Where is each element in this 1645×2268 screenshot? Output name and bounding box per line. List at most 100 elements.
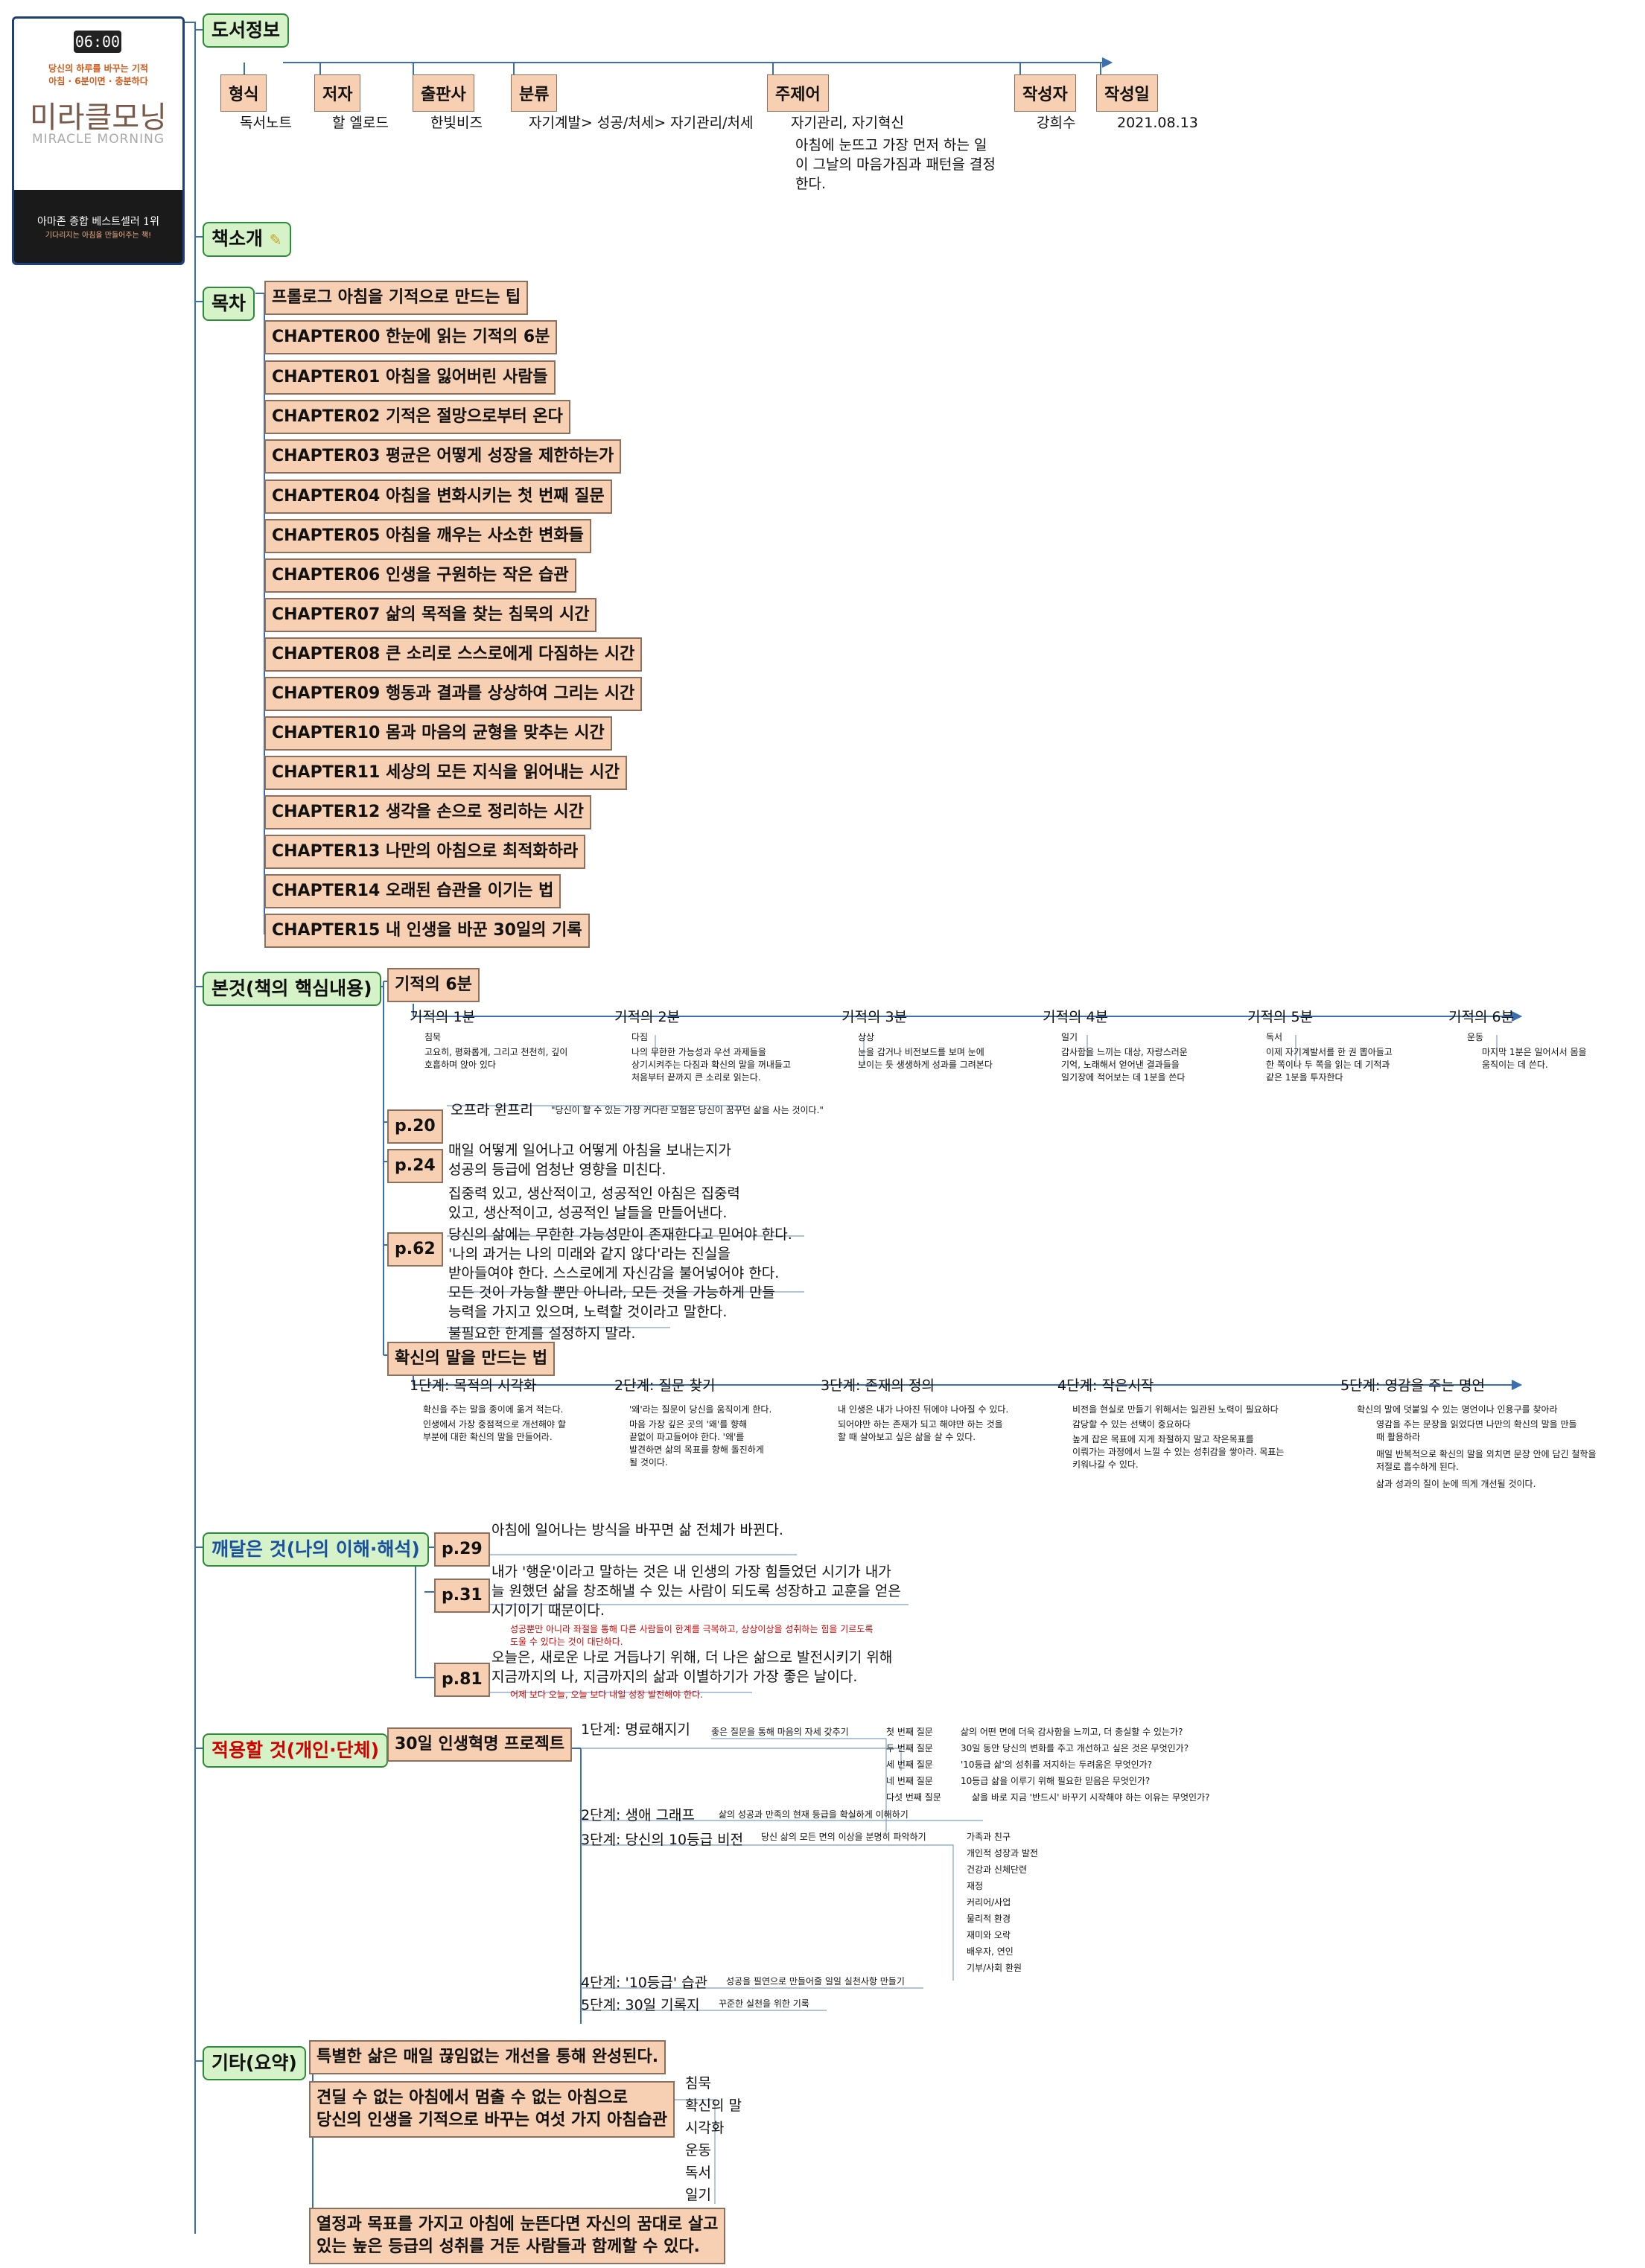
toc-heading[interactable]: 목차 bbox=[203, 287, 255, 321]
conf-step-2-desc: 발견하면 삶의 목표를 향해 돌진하게 bbox=[629, 1444, 764, 1455]
p31-line: 늘 원했던 삶을 창조해낼 수 있는 사람이 되도록 성장하고 교훈을 얻은 bbox=[491, 1583, 901, 1599]
project-node[interactable]: 30일 인생혁명 프로젝트 bbox=[387, 1727, 573, 1762]
page-ref-p31[interactable]: p.31 bbox=[434, 1579, 490, 1613]
conf-step-1-desc: 확신을 주는 말을 종이에 옮겨 적는다. bbox=[423, 1404, 564, 1415]
toc-item[interactable]: CHAPTER00 한눈에 읽는 기적의 6분 bbox=[264, 320, 558, 354]
habit-item: 침묵 bbox=[685, 2075, 711, 2092]
six-step-4-desc: 기억, 노래해서 얻어낸 결과들을 bbox=[1061, 1060, 1180, 1070]
toc-item[interactable]: CHAPTER11 세상의 모든 지식을 읽어내는 시간 bbox=[264, 756, 627, 790]
habit-item: 독서 bbox=[685, 2165, 711, 2181]
vision-area: 건강과 신체단련 bbox=[967, 1864, 1028, 1875]
book-info-heading[interactable]: 도서정보 bbox=[203, 13, 290, 48]
toc-item[interactable]: CHAPTER09 행동과 결과를 상상하여 그리는 시간 bbox=[264, 677, 643, 711]
six-step-5-desc: 이제 자기계발서를 한 권 뽑아들고 bbox=[1266, 1047, 1393, 1057]
conf-step-5-desc: 삶과 성과의 질이 눈에 띄게 개선될 것이다. bbox=[1376, 1479, 1536, 1489]
page-ref-p29[interactable]: p.29 bbox=[434, 1532, 490, 1567]
six-step-4-desc: 일기장에 적어보는 데 1분을 쓴다 bbox=[1061, 1072, 1186, 1083]
apply-step-4-sub: 성공을 필연으로 만들어줄 일일 실천사항 만들기 bbox=[726, 1976, 905, 1987]
info-value-date: 2021.08.13 bbox=[1117, 115, 1198, 131]
pencil-icon: ✎ bbox=[269, 231, 282, 249]
page-ref-p62[interactable]: p.62 bbox=[387, 1232, 443, 1267]
toc-item[interactable]: 프롤로그 아침을 기적으로 만드는 팁 bbox=[264, 281, 529, 315]
p62-line: 받아들여야 한다. 스스로에게 자신감을 불어넣어야 한다. bbox=[448, 1265, 780, 1281]
conf-step-4-label: 4단계: 작은시작 bbox=[1057, 1377, 1154, 1394]
info-label-author[interactable]: 저자 bbox=[314, 74, 361, 112]
six-step-3-desc: 눈을 감거나 비전보드를 보며 눈에 bbox=[858, 1047, 984, 1057]
six-step-2-desc: 나의 무한한 가능성과 우선 과제들을 bbox=[631, 1047, 766, 1057]
toc-item[interactable]: CHAPTER15 내 인생을 바꾼 30일의 기록 bbox=[264, 914, 590, 948]
toc-item[interactable]: CHAPTER01 아침을 잃어버린 사람들 bbox=[264, 360, 556, 395]
info-label-format[interactable]: 형식 bbox=[220, 74, 267, 112]
habit-item: 시각화 bbox=[685, 2120, 725, 2136]
affirmation-method-node[interactable]: 확신의 말을 만드는 법 bbox=[387, 1342, 556, 1376]
vision-area: 기부/사회 환원 bbox=[967, 1963, 1022, 1973]
info-label-keywords[interactable]: 주제어 bbox=[767, 74, 829, 112]
toc-item[interactable]: CHAPTER02 기적은 절망으로부터 온다 bbox=[264, 400, 570, 434]
question-text: 삶의 어떤 면에 더욱 감사함을 느끼고, 더 충실할 수 있는가? bbox=[961, 1727, 1183, 1737]
summary-point-2-line: 당신의 인생을 기적으로 바꾸는 여섯 가지 아침습관 bbox=[316, 2111, 667, 2130]
book-title-ko: 미라클모닝 bbox=[30, 101, 167, 135]
book-subtitle: 기다리지는 아침을 만들어주는 책! bbox=[45, 232, 152, 240]
p24-line: 집중력 있고, 생산적이고, 성공적인 아침은 집중력 bbox=[448, 1185, 740, 1202]
six-step-1-desc: 고요히, 평화롭게, 그리고 천천히, 깊이 bbox=[424, 1047, 568, 1057]
summary-point-2-line: 견딜 수 없는 아침에서 멈출 수 없는 아침으로 bbox=[316, 2089, 628, 2107]
toc-item[interactable]: CHAPTER13 나만의 아침으로 최적화하라 bbox=[264, 835, 586, 869]
toc-item[interactable]: CHAPTER10 몸과 마음의 균형을 맞추는 시간 bbox=[264, 716, 612, 751]
six-step-2-name: 다짐 bbox=[631, 1032, 649, 1042]
realization-heading[interactable]: 깨달은 것(나의 이해·해석) bbox=[203, 1532, 429, 1567]
summary-point-3[interactable]: 열정과 목표를 가지고 아침에 눈뜬다면 자신의 꿈대로 살고 있는 높은 등급… bbox=[309, 2208, 726, 2264]
six-step-2-desc: 상기시켜주는 다짐과 확신의 말을 꺼내들고 bbox=[631, 1060, 791, 1070]
six-step-6-label: 기적의 6분 bbox=[1448, 1009, 1515, 1025]
conf-step-3-desc: 되어야만 하는 존재가 되고 해야만 하는 것을 bbox=[838, 1419, 1003, 1430]
question-label: 첫 번째 질문 bbox=[886, 1727, 933, 1737]
page-ref-p81[interactable]: p.81 bbox=[434, 1663, 490, 1697]
habit-item: 확신의 말 bbox=[685, 2097, 742, 2114]
toc-item[interactable]: CHAPTER08 큰 소리로 스스로에게 다짐하는 시간 bbox=[264, 637, 643, 672]
p24-line: 성공의 등급에 엄청난 영향을 미친다. bbox=[448, 1162, 666, 1178]
info-label-date[interactable]: 작성일 bbox=[1096, 74, 1158, 112]
vision-area: 개인적 성장과 발전 bbox=[967, 1848, 1038, 1858]
conf-step-5-desc: 매일 반복적으로 확신의 말을 외치면 문장 안에 담긴 철학을 bbox=[1376, 1449, 1597, 1459]
question-label: 다섯 번째 질문 bbox=[886, 1792, 941, 1803]
question-text: '10등급 삶'의 성취를 저지하는 두려움은 무엇인가? bbox=[961, 1759, 1153, 1770]
apply-heading[interactable]: 적용할 것(개인·단체) bbox=[203, 1733, 389, 1768]
core-content-heading[interactable]: 본것(책의 핵심내용) bbox=[203, 972, 381, 1006]
six-step-1-label: 기적의 1분 bbox=[410, 1009, 476, 1025]
conf-step-2-desc: 될 것이다. bbox=[629, 1457, 668, 1468]
info-value-author: 할 엘로드 bbox=[332, 115, 389, 131]
apply-step-5-sub: 꾸준한 실천을 위한 기록 bbox=[719, 1998, 809, 2009]
six-step-1-desc: 호흡하며 앉아 있다 bbox=[424, 1060, 496, 1070]
info-value-publisher: 한빛비즈 bbox=[430, 115, 483, 131]
toc-item[interactable]: CHAPTER07 삶의 목적을 찾는 침묵의 시간 bbox=[264, 598, 597, 632]
six-step-1-name: 침묵 bbox=[424, 1032, 442, 1042]
toc-item[interactable]: CHAPTER14 오래된 습관을 이기는 법 bbox=[264, 874, 561, 908]
info-label-writer[interactable]: 작성자 bbox=[1014, 74, 1076, 112]
conf-step-5-desc: 때 활용하라 bbox=[1376, 1432, 1421, 1442]
p81-line: 지금까지의 나, 지금까지의 삶과 이별하기가 가장 좋은 날이다. bbox=[491, 1669, 858, 1685]
info-label-publisher[interactable]: 출판사 bbox=[413, 74, 474, 112]
intro-heading[interactable]: 책소개 ✎ bbox=[203, 222, 291, 257]
toc-item[interactable]: CHAPTER06 인생을 구원하는 작은 습관 bbox=[264, 558, 576, 593]
toc-item[interactable]: CHAPTER12 생각을 손으로 정리하는 시간 bbox=[264, 795, 591, 829]
page-ref-p24[interactable]: p.24 bbox=[387, 1149, 443, 1183]
conf-step-2-desc: '왜'라는 질문이 당신을 움직이게 한다. bbox=[629, 1404, 772, 1415]
six-step-3-label: 기적의 3분 bbox=[841, 1009, 908, 1025]
p29-text: 아침에 일어나는 방식을 바꾸면 삶 전체가 바뀐다. bbox=[491, 1522, 783, 1538]
six-step-3-name: 상상 bbox=[858, 1032, 875, 1042]
six-step-4-desc: 감사함을 느끼는 대상, 자랑스러운 bbox=[1061, 1047, 1188, 1057]
summary-point-3-line: 열정과 목표를 가지고 아침에 눈뜬다면 자신의 꿈대로 살고 bbox=[316, 2215, 719, 2234]
habit-item: 운동 bbox=[685, 2142, 711, 2159]
summary-point-2[interactable]: 견딜 수 없는 아침에서 멈출 수 없는 아침으로 당신의 인생을 기적으로 바… bbox=[309, 2081, 675, 2138]
summary-heading[interactable]: 기타(요약) bbox=[203, 2046, 306, 2080]
apply-step-1-label: 1단계: 명료해지기 bbox=[581, 1721, 690, 1738]
toc-item[interactable]: CHAPTER03 평균은 어떻게 성장을 제한하는가 bbox=[264, 439, 622, 474]
toc-item[interactable]: CHAPTER05 아침을 깨우는 사소한 변화들 bbox=[264, 519, 591, 553]
six-minutes-node[interactable]: 기적의 6분 bbox=[387, 968, 480, 1002]
six-step-5-desc: 같은 1분을 투자한다 bbox=[1266, 1072, 1343, 1083]
conf-step-4-desc: 감당할 수 있는 선택이 중요하다 bbox=[1072, 1419, 1191, 1430]
summary-point-1[interactable]: 특별한 삶은 매일 끊임없는 개선을 통해 완성된다. bbox=[309, 2040, 666, 2074]
toc-item[interactable]: CHAPTER04 아침을 변화시키는 첫 번째 질문 bbox=[264, 480, 612, 514]
info-label-category[interactable]: 분류 bbox=[511, 74, 558, 112]
page-ref-p20[interactable]: p.20 bbox=[387, 1109, 443, 1144]
summary-point-3-line: 있는 높은 등급의 성취를 거둔 사람들과 함께할 수 있다. bbox=[316, 2237, 700, 2256]
